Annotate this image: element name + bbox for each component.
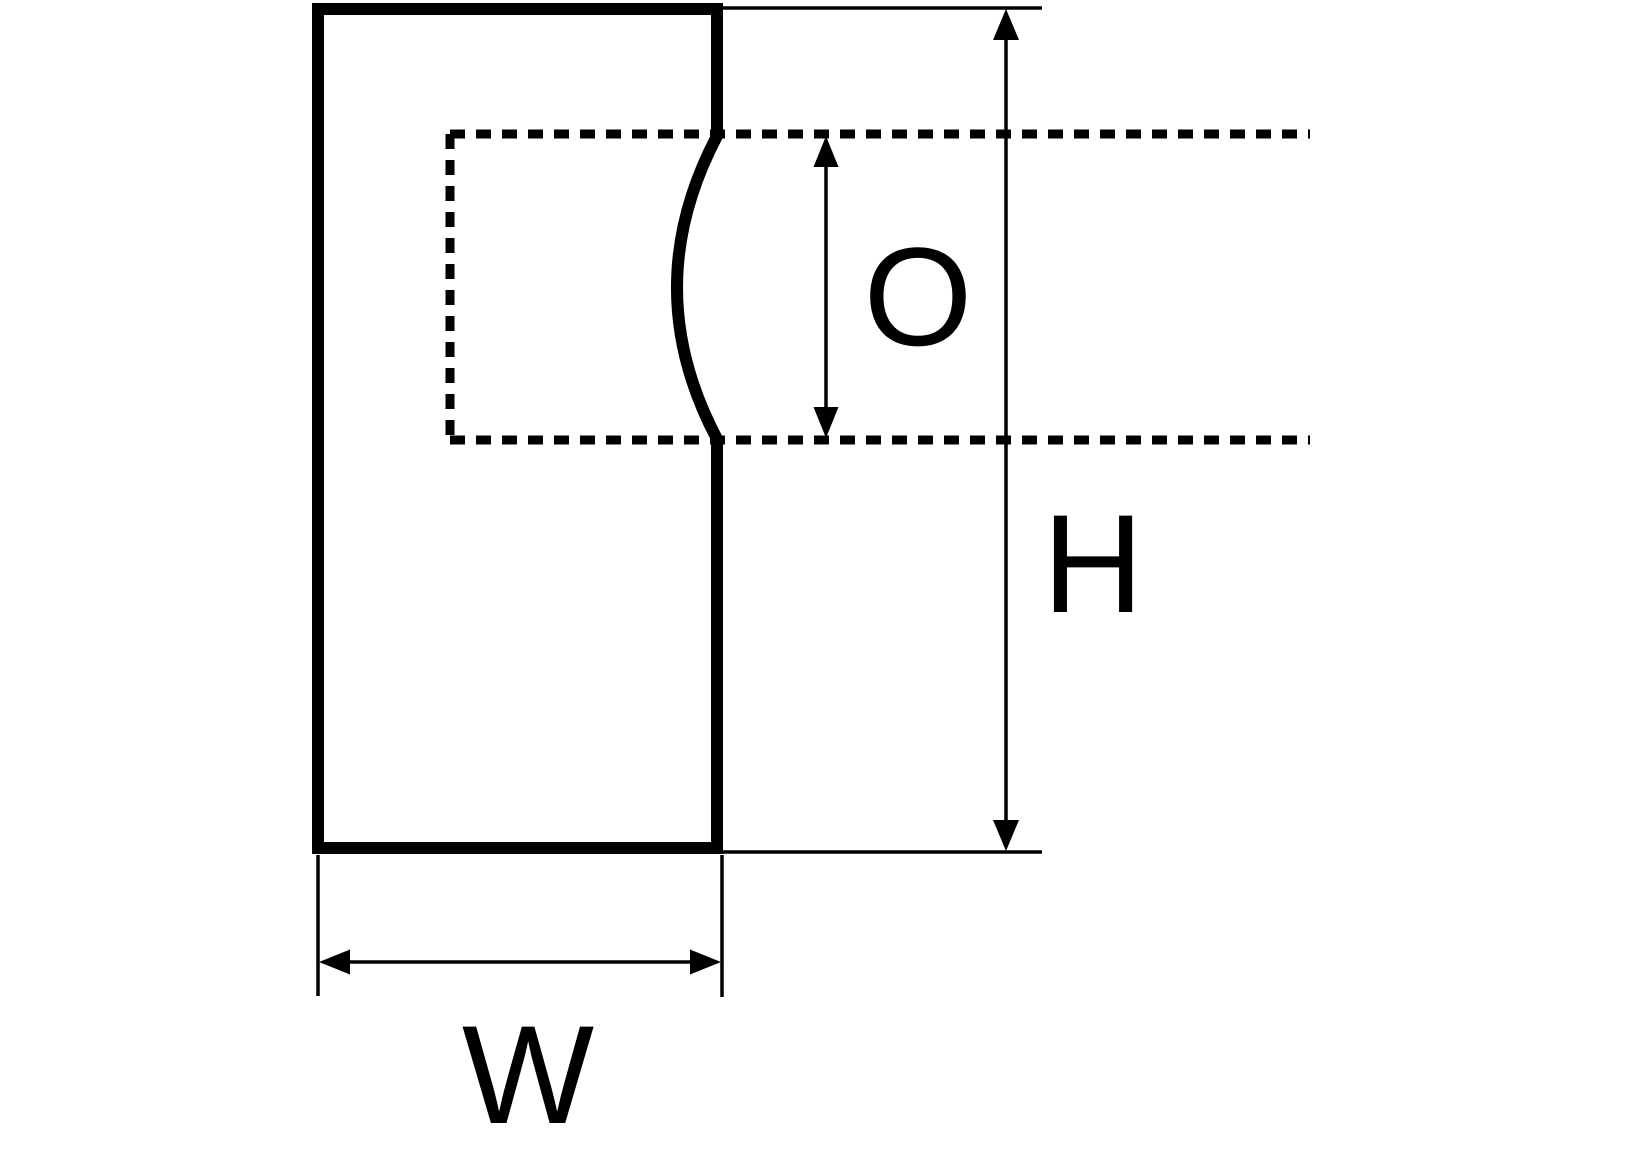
height-arrowhead-up xyxy=(993,9,1019,40)
opening-arrowhead-up xyxy=(813,136,839,167)
opening-dimension-label: O xyxy=(864,218,973,375)
opening-arrowhead-down xyxy=(813,407,839,438)
width-arrowhead-right xyxy=(690,949,721,975)
width-arrowhead-left xyxy=(319,949,350,975)
height-arrowhead-down xyxy=(993,820,1019,851)
part-outline xyxy=(312,3,723,854)
width-dimension-label: W xyxy=(462,996,594,1153)
linework xyxy=(312,3,1310,997)
height-dimension-label: H xyxy=(1042,485,1143,642)
hidden-feature-outline xyxy=(445,129,1310,445)
arrowheads xyxy=(319,9,1019,975)
